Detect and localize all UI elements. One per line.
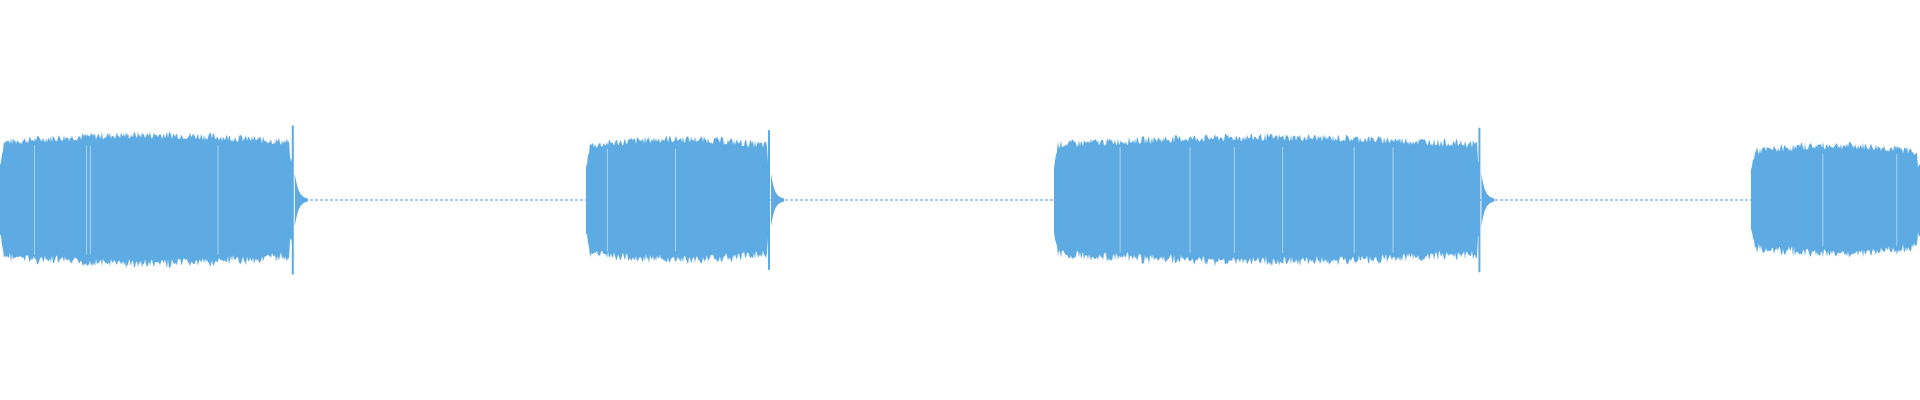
waveform-body [0,131,292,269]
waveform-body [1751,141,1920,258]
waveform-bars [0,125,1920,275]
waveform-segment [1751,141,1920,258]
waveform-segment [1054,133,1480,267]
waveform-segment [0,131,292,269]
waveform-segment [586,135,770,265]
waveform-decay [770,173,784,227]
waveform-body [586,135,770,265]
waveform-decay [1481,173,1495,227]
waveform-decay [294,173,308,227]
waveform-body [1054,133,1480,267]
